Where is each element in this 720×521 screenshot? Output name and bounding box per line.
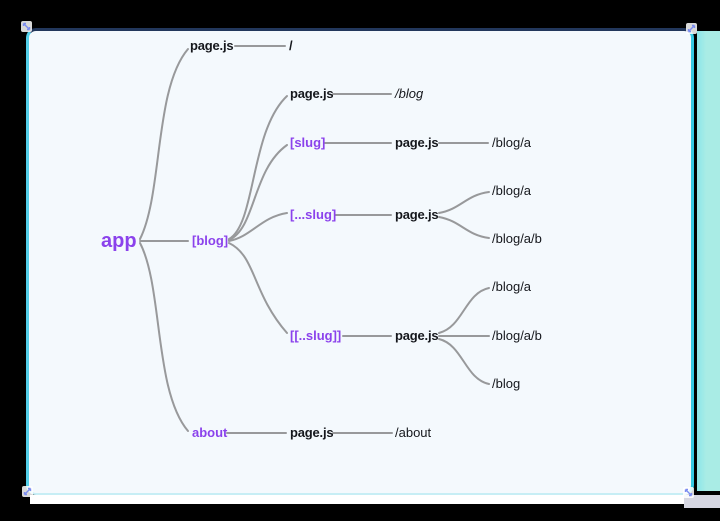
resize-handle-bottom-left[interactable] bbox=[22, 486, 33, 497]
node-optional-catchall-directory: [[..slug]] bbox=[290, 328, 342, 343]
diagonal-arrow-icon bbox=[23, 487, 32, 496]
node-route-about: /about bbox=[395, 425, 432, 440]
node-page-js: page.js bbox=[395, 328, 439, 343]
corner-background-block bbox=[684, 495, 720, 508]
node-route-blog: /blog bbox=[395, 86, 424, 101]
node-slug-directory: [slug] bbox=[290, 135, 326, 150]
resize-handle-top-left[interactable] bbox=[21, 21, 32, 32]
node-page-js: page.js bbox=[290, 425, 334, 440]
node-route-blog-a: /blog/a bbox=[492, 279, 532, 294]
node-app-directory: app bbox=[101, 230, 137, 252]
resize-handle-top-right[interactable] bbox=[686, 23, 697, 34]
node-route-root: / bbox=[289, 38, 293, 53]
page-background-strip bbox=[30, 495, 720, 504]
diagonal-arrow-icon bbox=[687, 24, 696, 33]
side-accent-strip bbox=[697, 31, 720, 491]
diagonal-arrow-icon bbox=[22, 22, 31, 31]
diagram-panel: app page.js / [blog] page.js /blog [slug… bbox=[26, 28, 694, 495]
node-route-blog-a: /blog/a bbox=[492, 135, 532, 150]
resize-handle-bottom-right[interactable] bbox=[683, 487, 694, 498]
node-route-blog-a-b: /blog/a/b bbox=[492, 231, 542, 246]
node-page-js: page.js bbox=[190, 38, 234, 53]
node-route-blog-a-b: /blog/a/b bbox=[492, 328, 542, 343]
node-page-js: page.js bbox=[395, 207, 439, 222]
diagonal-arrow-icon bbox=[684, 488, 693, 497]
node-page-js: page.js bbox=[290, 86, 334, 101]
node-route-blog-a: /blog/a bbox=[492, 183, 532, 198]
tree-connector-lines bbox=[139, 45, 490, 434]
node-about-directory: about bbox=[192, 425, 228, 440]
node-page-js: page.js bbox=[395, 135, 439, 150]
node-catchall-directory: [...slug] bbox=[290, 207, 337, 222]
node-blog-directory: [blog] bbox=[192, 233, 229, 248]
node-route-blog: /blog bbox=[492, 376, 521, 391]
